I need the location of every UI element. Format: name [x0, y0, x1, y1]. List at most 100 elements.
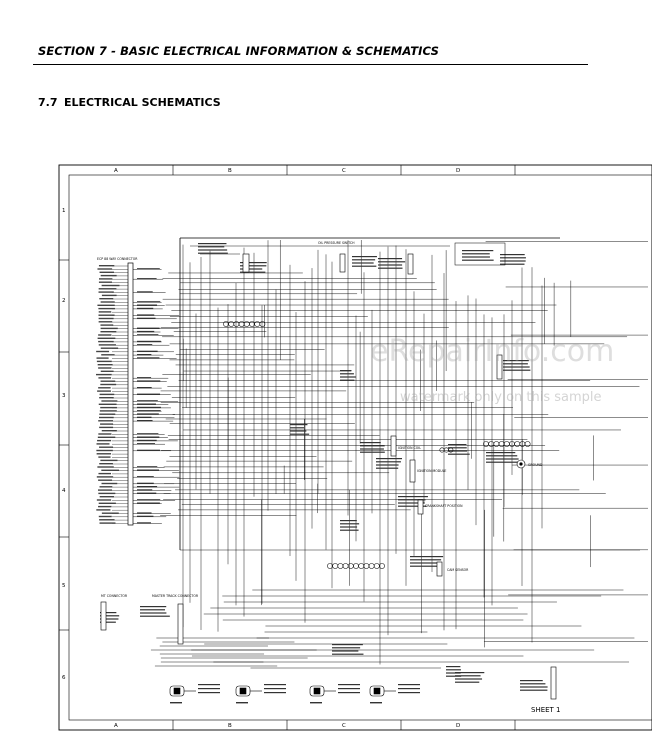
component-label	[340, 376, 356, 378]
column-label-top: A	[114, 168, 118, 174]
wire-label	[137, 476, 154, 478]
ferrite-chains	[223, 321, 531, 569]
component-label	[240, 268, 263, 270]
pin-label	[100, 380, 116, 382]
main-connector-label: ECP 88 WAY CONNECTOR	[97, 257, 138, 261]
component-label	[455, 681, 480, 683]
pin-label	[99, 298, 114, 300]
section-title: SECTION 7 - BASIC ELECTRICAL INFORMATION…	[38, 44, 440, 58]
component-label	[486, 452, 516, 454]
component-label	[455, 678, 483, 680]
row-label: 6	[62, 675, 66, 681]
master-track-connector: MASTER TRACK CONNECTOR	[152, 594, 199, 645]
component-label	[340, 370, 352, 372]
svg-text:CRANKSHAFT POSITION: CRANKSHAFT POSITION	[425, 504, 463, 508]
wire-label	[137, 413, 159, 415]
component-label	[455, 675, 481, 677]
pin-label	[101, 284, 120, 287]
bottom-right-connector	[550, 666, 557, 700]
component-label	[446, 675, 462, 677]
row-label: 2	[62, 298, 66, 304]
wire-label	[137, 291, 153, 293]
wire-label	[137, 334, 159, 336]
pin-label	[98, 281, 112, 283]
pin-label	[98, 456, 111, 458]
component-label	[520, 689, 548, 691]
injector-label	[338, 688, 360, 690]
wire-label	[137, 522, 152, 524]
pin-label	[96, 449, 113, 452]
frame-ticks	[59, 165, 516, 730]
wire-label	[137, 354, 152, 356]
cam-sensor: CAM SENSOR	[436, 561, 469, 577]
oil-pressure-switch: OIL PRESSURE SWITCH	[318, 241, 355, 273]
pin-label	[100, 383, 117, 386]
pin-label	[98, 344, 116, 346]
pin-label	[96, 453, 112, 455]
column-label-top: D	[456, 168, 460, 174]
component-label	[100, 615, 120, 617]
svg-text:MT CONNECTOR: MT CONNECTOR	[101, 594, 128, 598]
pin-label	[100, 423, 114, 425]
pin-label	[99, 416, 114, 419]
injector-label	[264, 688, 286, 690]
injector-label	[170, 702, 182, 704]
header-rule	[33, 64, 588, 65]
pin-label	[96, 476, 114, 478]
injector-label	[198, 692, 220, 694]
component-label	[360, 451, 385, 453]
pin-label	[97, 304, 115, 306]
pin-label	[100, 301, 115, 303]
pin-label	[100, 406, 117, 409]
pin-label	[96, 373, 112, 376]
svg-text:IGNITION MODULE: IGNITION MODULE	[417, 469, 446, 473]
wire-label	[137, 420, 153, 422]
injector-label	[338, 684, 360, 686]
component-label	[520, 680, 543, 682]
component-label	[446, 669, 461, 671]
component-label	[398, 502, 425, 504]
svg-text:GROUND: GROUND	[528, 463, 543, 467]
pin-label	[99, 463, 113, 465]
pin-label	[98, 433, 112, 435]
pin-label	[98, 479, 113, 481]
pin-label	[100, 347, 119, 349]
watermark-subtext: watermark only on this sample	[400, 390, 602, 405]
wire-label	[137, 327, 160, 329]
ground-symbol: GROUND	[516, 459, 543, 469]
pin-label	[98, 489, 113, 491]
pin-label	[97, 436, 116, 438]
component-label	[290, 424, 308, 426]
component-label	[486, 458, 519, 460]
pin-label	[99, 413, 116, 415]
component-label	[240, 271, 266, 273]
wire-label	[137, 403, 156, 405]
injector-label	[338, 692, 360, 694]
component-label	[352, 265, 377, 267]
wire-label	[137, 301, 161, 303]
svg-text:IGNITION COIL: IGNITION COIL	[398, 446, 421, 450]
pin-label	[99, 271, 115, 273]
component-label	[378, 261, 406, 263]
injector-label	[264, 692, 286, 694]
pin-label	[97, 466, 114, 468]
wire-label	[137, 502, 160, 504]
sheet-number: SHEET 1	[531, 706, 561, 714]
pin-label	[96, 357, 109, 359]
wire-label	[137, 278, 157, 280]
pin-label	[99, 496, 114, 498]
pin-label	[98, 288, 117, 290]
injector-label	[398, 692, 420, 694]
wire-label	[137, 416, 152, 418]
row-label: 3	[62, 393, 66, 399]
component-label	[340, 373, 354, 375]
wire-label	[137, 515, 154, 517]
component-label	[290, 427, 305, 429]
component-label	[448, 447, 467, 449]
column-label-bottom: D	[456, 723, 460, 729]
pin-label	[99, 486, 113, 488]
pin-label	[98, 420, 114, 422]
wire-label	[137, 400, 158, 402]
pin-label	[97, 439, 112, 442]
